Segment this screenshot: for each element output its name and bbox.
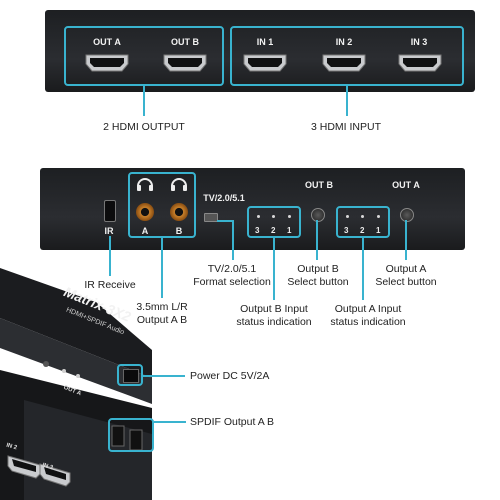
leader-line (316, 220, 318, 260)
led-number: 1 (376, 226, 381, 235)
out-b-label: OUT B (305, 180, 333, 190)
out-a-caption-line1: Output A (385, 263, 427, 275)
led-indicator (272, 215, 275, 218)
ir-label: IR (104, 226, 114, 236)
led-indicator (257, 215, 260, 218)
status-a-caption-line2: status indication (330, 316, 406, 328)
led-indicator (377, 215, 380, 218)
audio-caption-line2: Output A B (136, 314, 188, 326)
headphone-icon (137, 178, 153, 191)
input-caption: 3 HDMI INPUT (310, 121, 381, 133)
out-b-caption-line2: Select button (287, 276, 349, 288)
led-number: 2 (360, 226, 365, 235)
port-label-in-1: IN 1 (256, 37, 274, 47)
port-label-out-b: OUT B (171, 37, 199, 47)
status-a-caption-line1: Output A Input (334, 303, 402, 315)
out-b-leds-frame (247, 206, 301, 238)
led-indicator (346, 215, 349, 218)
format-caption-line2: Format selection (193, 276, 271, 288)
format-caption-line1: TV/2.0/5.1 (207, 263, 257, 275)
power-port (123, 369, 139, 383)
out-b-select-button[interactable] (311, 208, 325, 222)
leader-line (154, 421, 186, 423)
leader-line (143, 375, 185, 377)
ir-caption: IR Receive (84, 279, 136, 291)
input-group-frame (230, 26, 464, 86)
spdif-port-frame (108, 418, 154, 452)
port-label-in-2: IN 2 (335, 37, 353, 47)
spdif-caption: SPDIF Output A B (190, 416, 275, 428)
audio-caption-line1: 3.5mm L/R (136, 301, 188, 313)
hdmi-port-icon (398, 54, 442, 72)
led-number: 2 (271, 226, 276, 235)
output-caption: 2 HDMI OUTPUT (103, 121, 185, 133)
format-label: TV/2.0/5.1 (203, 193, 245, 203)
leader-line (109, 236, 111, 276)
leader-line (161, 238, 163, 298)
audio-label-a: A (141, 226, 149, 236)
headphone-icon (171, 178, 187, 191)
hdmi-port-icon (243, 54, 287, 72)
out-a-label: OUT A (392, 180, 420, 190)
leader-line (273, 238, 275, 300)
status-b-caption-line2: status indication (236, 316, 312, 328)
leader-line (405, 220, 407, 260)
port-label-in-3: IN 3 (410, 37, 428, 47)
led-number: 3 (344, 226, 349, 235)
ir-receiver-window (104, 200, 116, 222)
leader-line (217, 220, 234, 222)
hdmi-port-icon (322, 54, 366, 72)
audio-jack-a (136, 203, 154, 221)
hdmi-port-icon (85, 54, 129, 72)
power-port-frame (117, 364, 143, 386)
out-a-caption-line2: Select button (375, 276, 437, 288)
status-b-caption-line1: Output B Input (240, 303, 308, 315)
leader-line (362, 238, 364, 300)
led-indicator (288, 215, 291, 218)
out-a-leds-frame (336, 206, 390, 238)
led-number: 3 (255, 226, 260, 235)
audio-label-b: B (175, 226, 183, 236)
audio-jack-b (170, 203, 188, 221)
output-group-frame (64, 26, 224, 86)
audio-group-frame (128, 172, 196, 238)
device-body (0, 268, 152, 500)
hdmi-port-icon (163, 54, 207, 72)
led-indicator (361, 215, 364, 218)
out-b-caption-line1: Output B (297, 263, 339, 275)
port-label-out-a: OUT A (93, 37, 121, 47)
top-panel (45, 10, 475, 92)
leader-line (232, 222, 234, 260)
format-switch[interactable] (204, 213, 218, 222)
leader-line (143, 86, 145, 116)
led-number: 1 (287, 226, 292, 235)
out-a-select-button[interactable] (400, 208, 414, 222)
power-caption: Power DC 5V/2A (190, 370, 270, 382)
leader-line (346, 86, 348, 116)
